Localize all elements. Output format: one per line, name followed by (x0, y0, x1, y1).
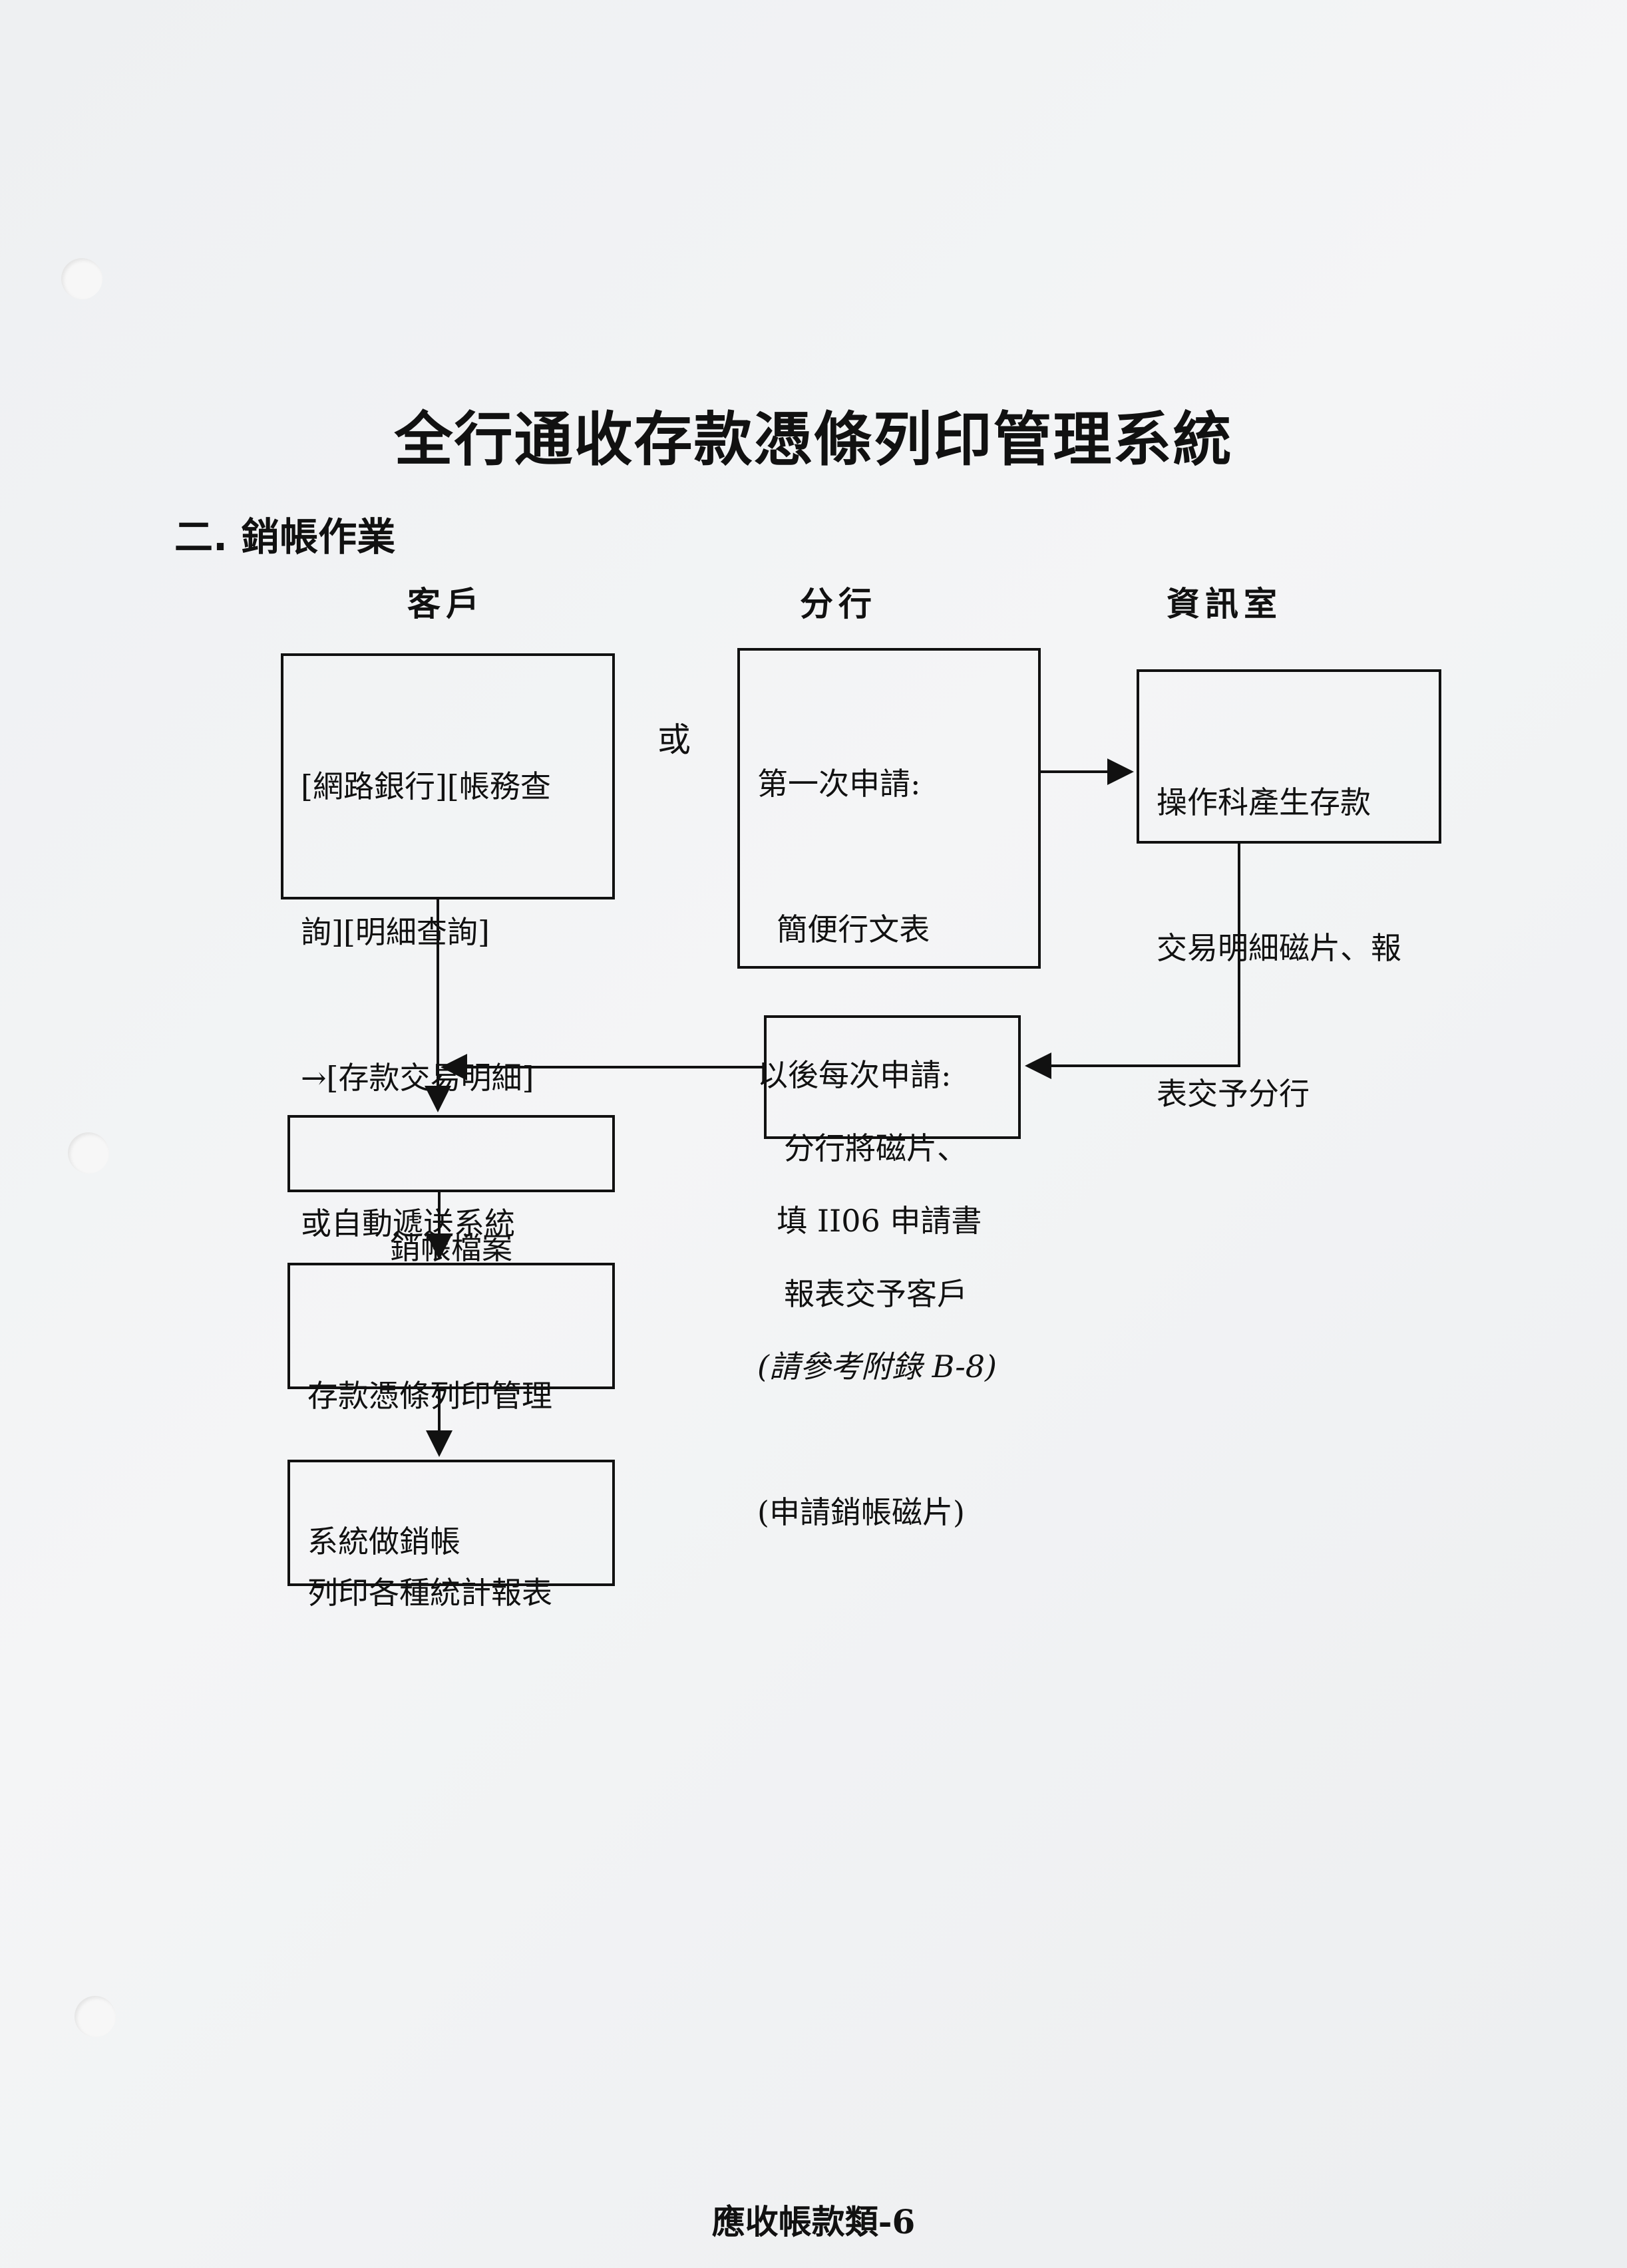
punch-hole-middle (68, 1132, 109, 1174)
page-footer: 應收帳款類-6 (711, 2202, 916, 2241)
box-line: 交易明細磁片、報 (1157, 930, 1401, 966)
box-line: 操作科產生存款 (1157, 784, 1371, 820)
box-line: 系統做銷帳 (307, 1524, 460, 1559)
box-it-produce-media: 操作科產生存款 交易明細磁片、報 表交予分行 (1137, 669, 1441, 1112)
box-line: 列印各種統計報表 (307, 1575, 552, 1611)
arrow-it-to-branch-deliver (1025, 844, 1240, 1079)
box-line: 詢][明細查詢] (301, 914, 490, 950)
box-branch-application: 第一次申請: 簡便行文表 以後每次申請: 填 II06 申請書 (請參考附錄 B… (737, 648, 1041, 1530)
box-print-reports: 列印各種統計報表 (287, 1460, 615, 1611)
punch-hole-top (61, 258, 102, 299)
box-line: 分行將磁片、 (784, 1130, 968, 1166)
box-line: [網路銀行][帳務查 (301, 768, 551, 804)
box-line: 以後每次申請: (757, 1057, 952, 1093)
box-line: 表交予分行 (1157, 1076, 1310, 1112)
column-heading-it: 資訊室 (1167, 584, 1282, 623)
box-branch-deliver: 分行將磁片、 報表交予客戶 (764, 1015, 1021, 1312)
or-label: 或 (657, 721, 691, 759)
box-line: (申請銷帳磁片) (757, 1494, 965, 1530)
page-title: 全行通收存款憑條列印管理系統 (394, 405, 1233, 474)
box-line: 填 II06 申請書 (757, 1203, 982, 1239)
box-line: 存款憑條列印管理 (307, 1378, 552, 1414)
section-heading: 二. 銷帳作業 (174, 514, 396, 560)
box-line-appendix-ref: (請參考附錄 B-8) (757, 1349, 997, 1384)
box-line: 簡便行文表 (757, 911, 930, 947)
box-system-writeoff: 存款憑條列印管理 系統做銷帳 (287, 1263, 615, 1559)
box-line: 報表交予客戶 (784, 1276, 968, 1312)
box-line: 或自動遞送系統 (301, 1206, 515, 1241)
column-heading-customer: 客戶 (407, 584, 484, 623)
punch-hole-bottom (75, 1996, 116, 2037)
box-line: 第一次申請: (757, 766, 921, 802)
column-heading-branch: 分行 (800, 584, 877, 623)
